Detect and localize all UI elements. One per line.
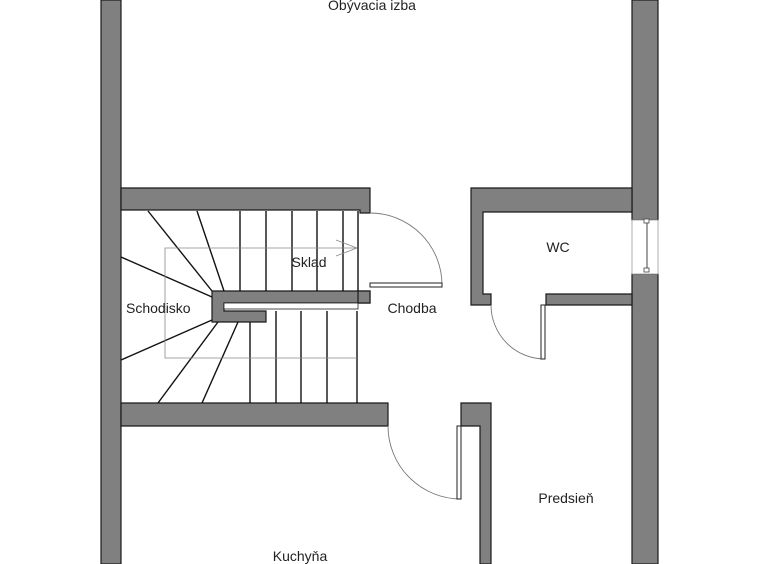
wc-window — [631, 218, 659, 275]
door-kitchen[interactable] — [387, 425, 462, 500]
wall-right-exterior-lower — [631, 273, 659, 564]
wall-kitchen-top — [120, 402, 389, 427]
stairs-winders — [120, 210, 239, 404]
room-label-living: Obývacia izba — [328, 0, 416, 13]
room-label-stairs: Schodisko — [126, 300, 191, 316]
stairs-arrow-icon — [335, 239, 359, 257]
stairs-walk-line — [164, 247, 357, 359]
stairs-upper-treads — [239, 211, 359, 291]
wall-living-bottom-left — [120, 187, 371, 214]
wall-wc-left — [470, 187, 633, 306]
wall-stub — [357, 290, 371, 304]
wall-wc-bottom — [545, 293, 633, 306]
room-label-hall: Chodba — [387, 300, 436, 316]
wall-right-exterior-upper — [631, 0, 659, 221]
room-label-entry: Predsieň — [538, 490, 593, 506]
room-label-kitchen: Kuchyňa — [273, 548, 328, 564]
door-wc[interactable] — [490, 304, 546, 360]
stair-rail — [223, 302, 359, 310]
room-label-storage: Sklad — [291, 254, 326, 270]
room-label-wc: WC — [546, 239, 569, 255]
stairs-lower-treads — [249, 311, 358, 403]
door-storage[interactable] — [369, 212, 443, 288]
wall-kitchen-entry — [460, 402, 492, 564]
wall-left-exterior — [100, 0, 122, 564]
